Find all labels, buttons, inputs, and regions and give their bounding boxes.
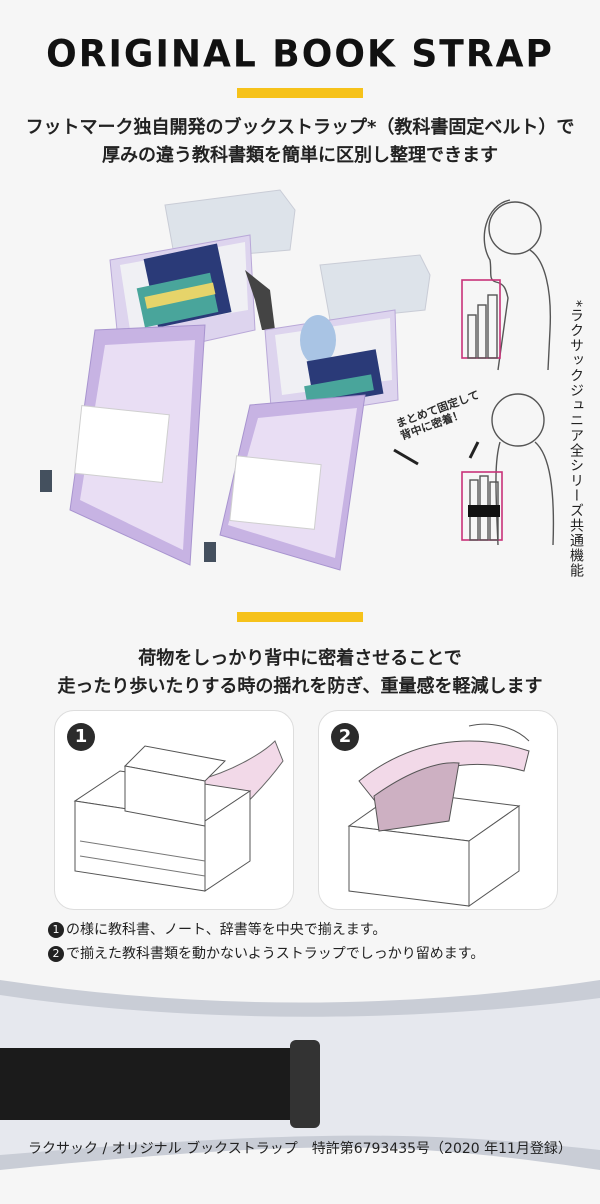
backpack-photo-2 xyxy=(204,254,431,571)
headline-2-line2: 走ったり歩いたりする時の揺れを防ぎ、重量感を軽減します xyxy=(57,676,543,697)
strap-fastening-illustration xyxy=(347,723,530,907)
step-number-2: 2 xyxy=(331,723,359,751)
step-card-2: 2 xyxy=(318,710,558,910)
steps-row: 1 2 xyxy=(0,710,600,910)
posture-diagram-2 xyxy=(461,393,555,546)
headline-1-line1: フットマーク独自開発のブックストラップ*（教科書固定ベルト）で xyxy=(25,117,575,138)
title-underline xyxy=(237,88,363,98)
headline-2-line1: 荷物をしっかり背中に密着させることで xyxy=(138,648,462,669)
strap-closeup-photo xyxy=(0,970,600,1200)
headline-1-line2: 厚みの違う教科書類を簡単に区別し整理できます xyxy=(102,145,498,166)
step-note-2-text: で揃えた教科書類を動かないようストラップでしっかり留めます。 xyxy=(66,946,485,962)
headline-2: 荷物をしっかり背中に密着させることで 走ったり歩いたりする時の揺れを防ぎ、重量感… xyxy=(0,645,600,701)
step-note-1-text: の様に教科書、ノート、辞書等を中央で揃えます。 xyxy=(66,922,387,938)
backpack-illustrations xyxy=(40,189,555,571)
product-photos: まとめて固定して背中に密着！ xyxy=(0,180,600,580)
step-card-1: 1 xyxy=(54,710,294,910)
strap-closeup-image xyxy=(0,980,600,1170)
backpack-photo-1 xyxy=(40,189,296,566)
headline-1: フットマーク独自開発のブックストラップ*（教科書固定ベルト）で 厚みの違う教科書… xyxy=(0,114,600,170)
step-note-marker-2: 2 xyxy=(48,946,64,962)
posture-diagram-1 xyxy=(461,199,552,371)
section-divider xyxy=(237,612,363,622)
side-note: *ラクサックジュニア全シリーズ共通機能 xyxy=(568,300,584,578)
step-number-1: 1 xyxy=(67,723,95,751)
patent-caption: ラクサック / オリジナル ブックストラップ 特許第6793435号（2020 … xyxy=(28,1141,572,1157)
stacked-books-illustration xyxy=(73,740,284,892)
step-note-marker-1: 1 xyxy=(48,922,64,938)
page-title: ORIGINAL BOOK STRAP xyxy=(46,32,554,77)
